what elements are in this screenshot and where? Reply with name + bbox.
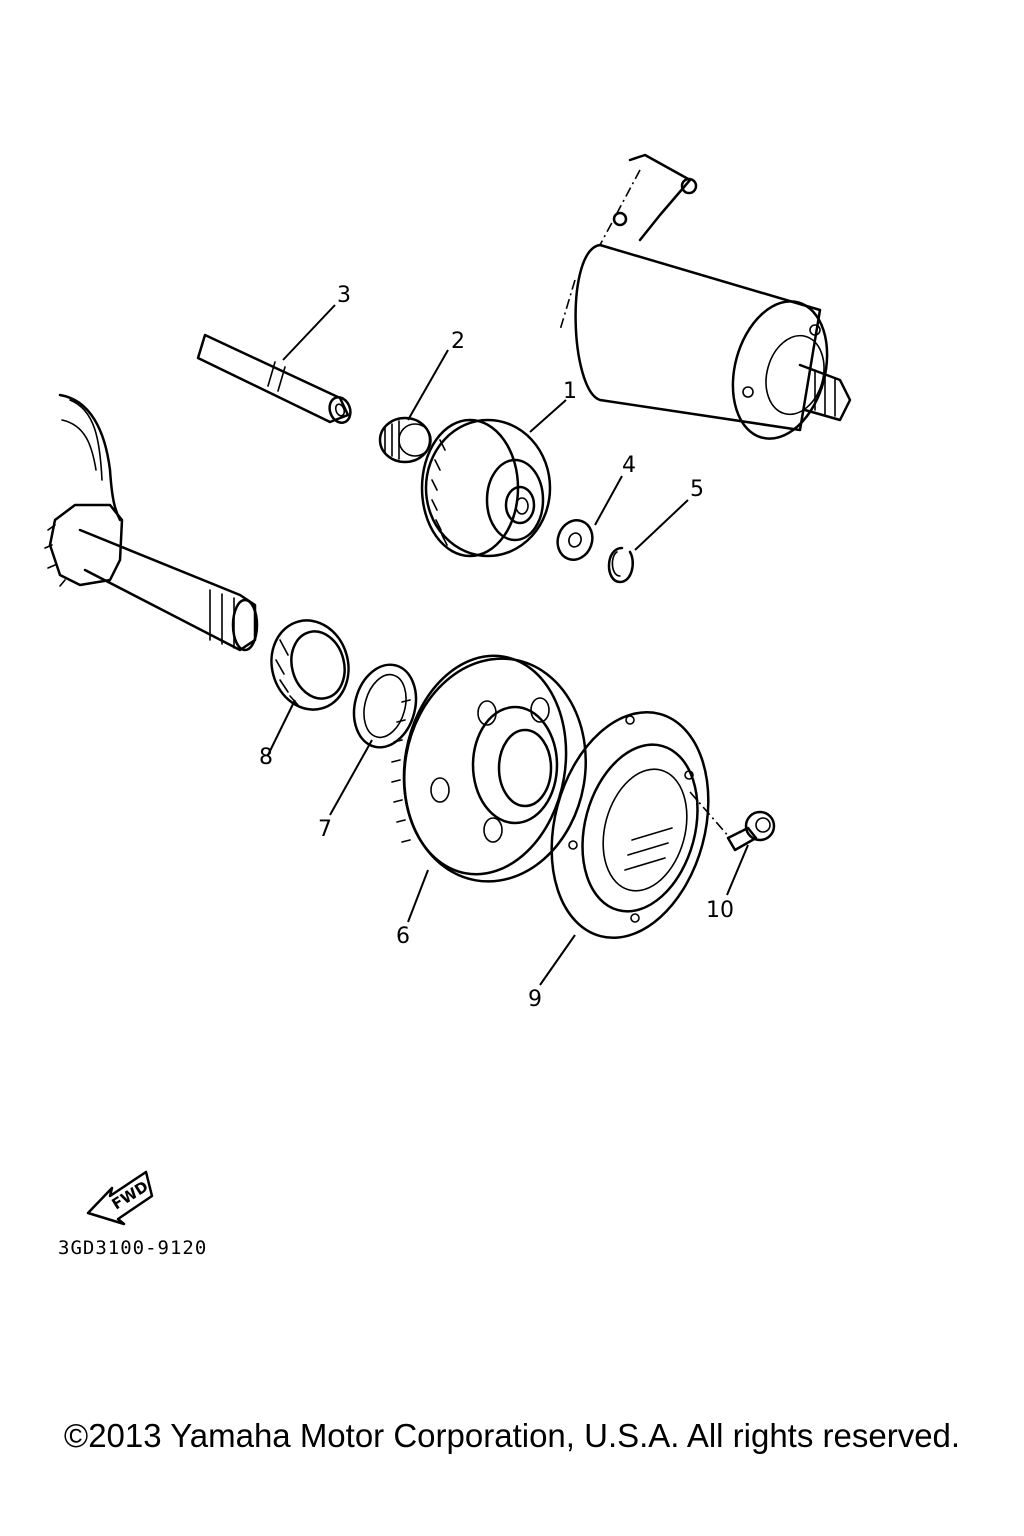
callout-labels: 3 2 1 4 5 8 7 6 10 9 <box>259 283 734 1012</box>
copyright-notice: ©2013 Yamaha Motor Corporation, U.S.A. A… <box>63 1417 961 1454</box>
thrust-washer-part-7 <box>352 663 418 749</box>
bolt-part-10 <box>726 810 776 852</box>
callout-3: 3 <box>337 283 351 308</box>
callout-7: 7 <box>318 817 332 842</box>
callout-6: 6 <box>396 924 410 949</box>
needle-bearing-part-2 <box>378 416 432 464</box>
washer-part-4 <box>556 519 594 561</box>
starter-wheel-gear-part-6 <box>391 654 587 883</box>
callout-4: 4 <box>622 453 636 478</box>
crankshaft-assembly <box>44 393 259 652</box>
callout-9: 9 <box>528 987 542 1012</box>
bearing-part-8 <box>270 619 350 711</box>
shaft-part-3 <box>196 333 352 424</box>
starter-clutch-part-9 <box>550 710 710 940</box>
idler-gear-part-1 <box>420 418 552 558</box>
leader-lines <box>267 304 749 986</box>
callout-8: 8 <box>259 745 273 770</box>
diagram-reference-code: 3GD3100-9120 <box>58 1237 208 1259</box>
callout-5: 5 <box>690 477 704 502</box>
callout-1: 1 <box>563 379 577 404</box>
callout-10: 10 <box>706 898 734 923</box>
fwd-arrow-icon: FWD <box>86 1170 154 1226</box>
circlip-part-5 <box>607 546 634 584</box>
callout-2: 2 <box>451 329 465 354</box>
starter-motor <box>559 153 852 440</box>
